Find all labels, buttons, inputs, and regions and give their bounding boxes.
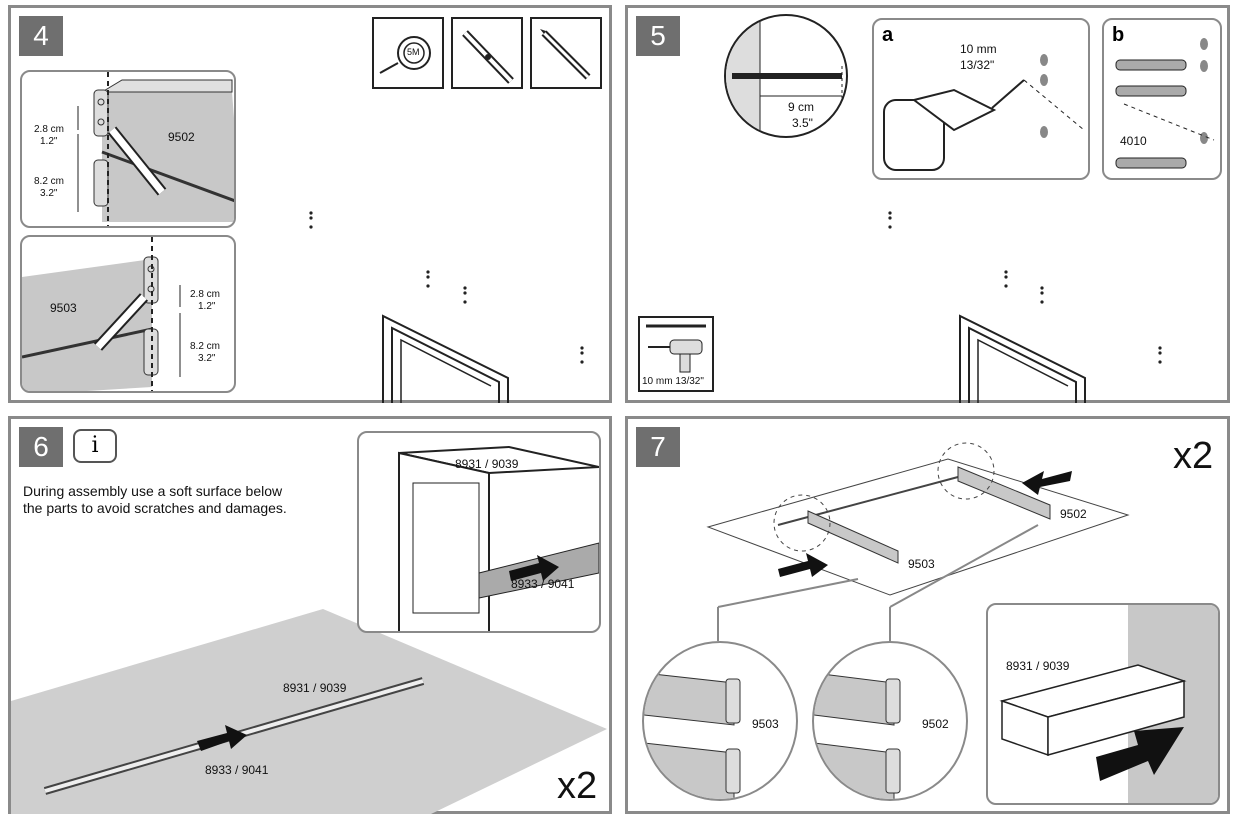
info-text: During assembly use a soft surface below…: [23, 483, 287, 517]
assembly-drawing: [706, 442, 1130, 641]
part-left-label: 9503: [908, 557, 935, 571]
multiplier: x2: [1173, 435, 1214, 477]
part-label: 9502: [168, 130, 195, 144]
step-4-panel: 4 5M 9502 2.8 cm 1.2" 8.2 cm 3.2": [8, 5, 612, 403]
depth-cm: 9 cm: [788, 100, 815, 114]
dist2-in: 3.2": [40, 188, 58, 199]
step-6-panel: 6 i During assembly use a soft surface b…: [8, 416, 612, 814]
detail-top: 9502 2.8 cm 1.2" 8.2 cm 3.2": [20, 70, 236, 228]
dist1-in: 1.2": [198, 301, 216, 312]
main-insert-label: 8933 / 9041: [205, 763, 269, 777]
tape-measure-icon: 5M: [372, 17, 444, 89]
depth-in: 3.5": [792, 116, 813, 130]
zoom-circle-right: 9502: [812, 641, 968, 801]
circle2-part: 9502: [922, 717, 949, 731]
info-line-1: During assembly use a soft surface below: [23, 483, 283, 499]
step-number: 4: [19, 16, 63, 56]
spirit-level-icon: [451, 17, 523, 89]
profile-detail: 8931 / 9039 8933 / 9041: [357, 431, 601, 633]
dist1-cm: 2.8 cm: [34, 124, 65, 135]
step-number: 5: [636, 16, 680, 56]
multiplier: x2: [557, 765, 598, 807]
step-number: 7: [636, 427, 680, 467]
info-icon: i: [73, 429, 117, 463]
dist2-cm: 8.2 cm: [190, 341, 221, 352]
part-right-label: 9502: [1060, 507, 1087, 521]
letter-b: b: [1112, 24, 1125, 46]
drill-tool-label: 10 mm 13/32": [642, 376, 704, 387]
detail-insert-label: 8933 / 9041: [511, 577, 575, 591]
detail-profile-label: 8931 / 9039: [455, 457, 519, 471]
step-number: 6: [19, 427, 63, 467]
dist1-cm: 2.8 cm: [190, 289, 221, 300]
tape-label: 5M: [407, 47, 420, 57]
info-line-2: the parts to avoid scratches and damages…: [23, 500, 287, 516]
letter-a: a: [882, 24, 894, 46]
anchor-part: 4010: [1120, 134, 1147, 148]
dist1-in: 1.2": [40, 136, 58, 147]
part-label: 9503: [50, 301, 77, 315]
detail-b: b 4010: [1102, 18, 1222, 180]
soft-surface: [11, 609, 607, 814]
step-5-panel: 5 9 cm 3.5" a 10 mm 13/32" b 4010 10 mm …: [625, 5, 1230, 403]
pencil-icon: [530, 17, 602, 89]
step-7-panel: 7 x2 9502 9503 9503 9502 8931 / 9039: [625, 416, 1230, 814]
main-profile-label: 8931 / 9039: [283, 681, 347, 695]
detail-profile-label: 8931 / 9039: [1006, 659, 1070, 673]
profile-detail: 8931 / 9039: [986, 603, 1220, 805]
drill-mm: 10 mm: [960, 42, 997, 56]
detail-bottom: 9503 2.8 cm 1.2" 8.2 cm 3.2": [20, 235, 236, 393]
circle1-part: 9503: [752, 717, 779, 731]
zoom-circle-left: 9503: [642, 641, 798, 801]
dist2-cm: 8.2 cm: [34, 176, 65, 187]
drill-tool-box: 10 mm 13/32": [638, 316, 714, 392]
drill-in: 13/32": [960, 58, 995, 72]
dist2-in: 3.2": [198, 353, 216, 364]
detail-a: a 10 mm 13/32": [872, 18, 1090, 180]
drill-depth-circle: 9 cm 3.5": [724, 14, 848, 138]
